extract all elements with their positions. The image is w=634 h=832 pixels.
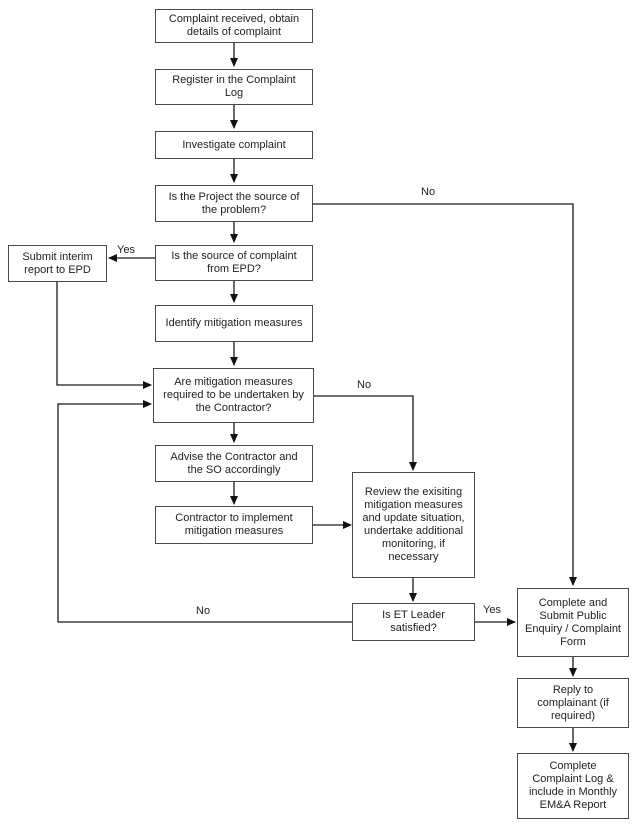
edge-required-no-to-review <box>313 395 417 471</box>
node-review-existing-measures: Review the exisiting mitigation measures… <box>352 472 475 578</box>
node-reply-complainant: Reply to complainant (if required) <box>517 678 629 728</box>
node-contractor-implement: Contractor to implement mitigation measu… <box>155 506 313 544</box>
node-advise-contractor-so: Advise the Contractor and the SO accordi… <box>155 445 313 482</box>
edge-satisfied-no-to-required <box>57 400 352 623</box>
edge-label-et-satisfied-yes: Yes <box>483 604 501 616</box>
node-source-epd-question: Is the source of complaint from EPD? <box>155 245 313 281</box>
node-investigate-complaint: Investigate complaint <box>155 131 313 159</box>
edge-source-no-to-form <box>313 203 577 586</box>
node-mitigation-required-question: Are mitigation measures required to be u… <box>153 368 314 423</box>
edge-label-mitigation-required-no: No <box>357 379 372 391</box>
node-et-leader-satisfied-question: Is ET Leader satisfied? <box>352 603 475 641</box>
node-register-complaint-log: Register in the Complaint Log <box>155 69 313 105</box>
node-project-source-question: Is the Project the source of the problem… <box>155 185 313 222</box>
edge-label-source-epd-yes: Yes <box>117 244 135 256</box>
node-complete-complaint-log: Complete Complaint Log & include in Mont… <box>517 753 629 819</box>
edge-interim-to-required <box>56 282 152 389</box>
edge-label-et-satisfied-no: No <box>196 605 211 617</box>
node-complaint-received: Complaint received, obtain details of co… <box>155 9 313 43</box>
node-submit-interim-report: Submit interim report to EPD <box>8 245 107 282</box>
edge-label-project-source-no: No <box>421 186 436 198</box>
node-identify-mitigation: Identify mitigation measures <box>155 305 313 342</box>
node-complete-submit-form: Complete and Submit Public Enquiry / Com… <box>517 588 629 657</box>
